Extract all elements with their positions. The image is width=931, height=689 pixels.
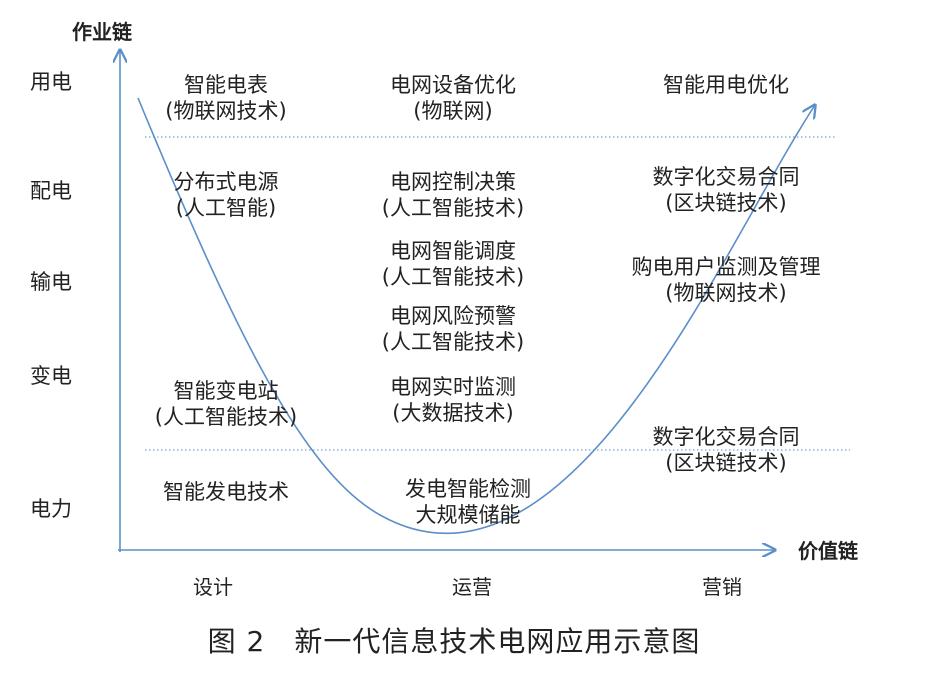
item-smart-substation: 智能变电站(人工智能技术) [154,379,298,429]
item-grid-risk-warning: 电网风险预警(人工智能技术) [381,304,525,354]
y-label-peidian: 配电 [30,179,72,203]
y-axis-title: 作业链 [72,20,132,44]
item-grid-smart-dispatch: 电网智能调度(人工智能技术) [381,239,525,289]
figure-caption: 图 2 新一代信息技术电网应用示意图 [207,625,701,658]
x-label-marketing: 营销 [702,575,742,599]
item-user-monitoring: 购电用户监测及管理(物联网技术) [631,255,821,305]
x-label-operation: 运营 [452,575,492,599]
item-grid-equipment-optimization: 电网设备优化(物联网) [390,73,516,123]
item-smart-generation: 智能发电技术 [163,480,289,504]
item-generation-inspection-storage: 发电智能检测大规模储能 [405,477,531,527]
item-digital-contract-1: 数字化交易合同(区块链技术) [652,165,800,215]
y-label-shudian: 输电 [30,270,72,294]
item-smart-meter: 智能电表(物联网技术) [165,73,287,123]
item-grid-realtime-monitoring: 电网实时监测(大数据技术) [390,375,516,425]
y-label-biandian: 变电 [30,364,72,388]
item-digital-contract-2: 数字化交易合同(区块链技术) [652,425,800,475]
item-distributed-power: 分布式电源(人工智能) [173,170,279,220]
value-curve [137,97,815,535]
item-smart-power-optimization: 智能用电优化 [663,73,789,97]
item-grid-control-decision: 电网控制决策(人工智能技术) [381,170,525,220]
y-label-dianli: 电力 [30,497,72,521]
x-label-design: 设计 [193,575,233,599]
x-axis-title: 价值链 [798,539,858,563]
y-label-yongdian: 用电 [30,70,72,94]
